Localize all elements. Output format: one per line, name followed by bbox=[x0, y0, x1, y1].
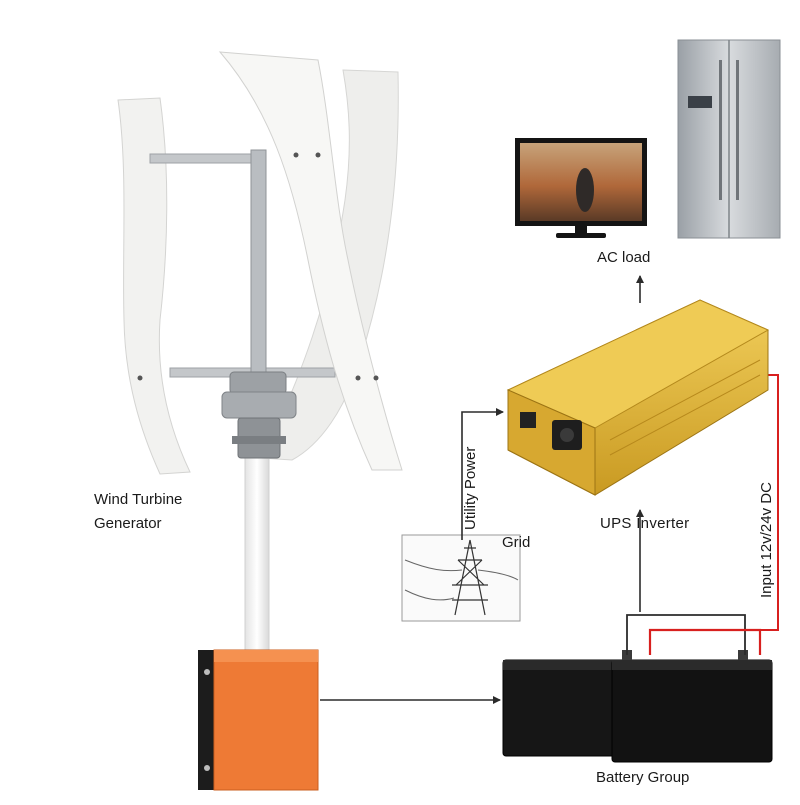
turbine-mast bbox=[244, 439, 270, 651]
fridge-handle bbox=[736, 60, 739, 200]
wind-turbine-label-line1: Wind Turbine bbox=[94, 491, 183, 508]
ac-load-label: AC load bbox=[597, 249, 651, 266]
battery-wire-negative bbox=[626, 614, 746, 655]
ups-inverter-illustration bbox=[506, 299, 770, 496]
tv-illustration bbox=[515, 138, 647, 238]
battery-right bbox=[611, 659, 773, 763]
inverter-vent-line bbox=[609, 374, 761, 456]
utility-power-label: Utility Power bbox=[462, 446, 479, 530]
controller-top-edge bbox=[214, 650, 318, 662]
battery-left-top bbox=[503, 660, 663, 670]
turbine-blade-back bbox=[261, 69, 399, 461]
fridge-display bbox=[688, 96, 712, 108]
battery-group-illustration bbox=[502, 650, 773, 763]
blade-bolt bbox=[293, 152, 299, 158]
blade-bolt bbox=[137, 375, 143, 381]
blade-bolt bbox=[373, 375, 379, 381]
power-lines-icon bbox=[404, 559, 519, 601]
battery-wire-positive bbox=[648, 628, 762, 655]
input-dc-label: Input 12v/24v DC bbox=[758, 482, 775, 598]
turbine-flange-ring bbox=[232, 436, 286, 444]
grid-panel bbox=[401, 534, 521, 622]
tv-stand bbox=[556, 233, 606, 238]
fridge-illustration bbox=[677, 39, 781, 239]
fridge-handle bbox=[719, 60, 722, 200]
battery-terminal bbox=[738, 650, 748, 660]
grid-label: Grid bbox=[502, 534, 531, 551]
battery-group-label: Battery Group bbox=[596, 769, 690, 786]
charge-controller-illustration bbox=[198, 649, 319, 791]
arrow-grid-to-inverter bbox=[461, 408, 504, 540]
tv-screen-figure bbox=[576, 168, 594, 212]
turbine-blade-left bbox=[117, 97, 191, 475]
pylon-icon bbox=[452, 539, 488, 616]
ups-inverter-label: UPS Inverter bbox=[600, 515, 690, 532]
blade-bolt bbox=[355, 375, 361, 381]
wind-turbine-label-line2: Generator bbox=[94, 515, 162, 532]
tv-neck bbox=[575, 226, 587, 234]
battery-right-top bbox=[612, 660, 772, 670]
socket-hole bbox=[560, 428, 574, 442]
turbine-shaft bbox=[250, 149, 267, 391]
controller-mount-bracket bbox=[198, 650, 216, 790]
inverter-switch bbox=[520, 412, 536, 428]
blade-bolt bbox=[315, 152, 321, 158]
wind-turbine-illustration bbox=[117, 51, 403, 651]
inverter-vent-line bbox=[609, 359, 761, 441]
bracket-hole bbox=[204, 765, 210, 771]
turbine-blade-front bbox=[218, 51, 403, 471]
turbine-generator bbox=[221, 391, 297, 419]
turbine-strut-top bbox=[149, 153, 261, 164]
bracket-hole bbox=[204, 669, 210, 675]
turbine-hub bbox=[229, 371, 287, 395]
controller-body bbox=[213, 649, 319, 791]
dc-input-wire bbox=[759, 371, 779, 631]
grid-illustration bbox=[401, 534, 521, 622]
